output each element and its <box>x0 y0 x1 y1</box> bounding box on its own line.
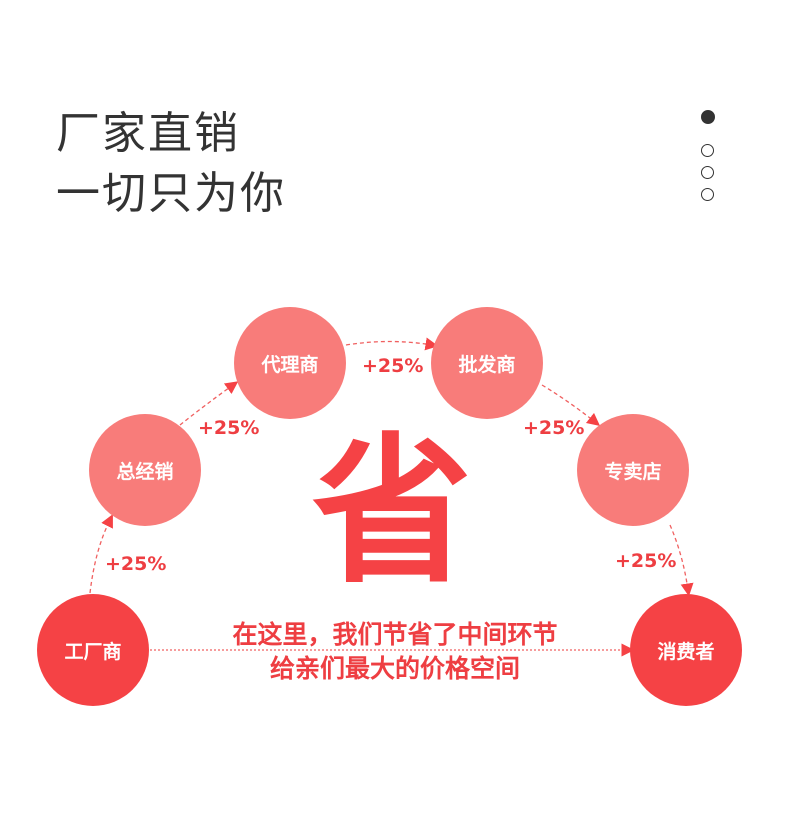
title-line1: 厂家直销 <box>56 108 240 159</box>
pager-dot-1[interactable] <box>701 110 715 124</box>
node-agent: 代理商 <box>234 307 346 419</box>
node-consumer: 消费者 <box>630 594 742 706</box>
node-general-distributor: 总经销 <box>89 414 201 526</box>
node-factory: 工厂商 <box>37 594 149 706</box>
node-wholesaler: 批发商 <box>431 307 543 419</box>
message-line1: 在这里，我们节省了中间环节 <box>232 620 558 649</box>
markup-label-2: +25% <box>198 417 260 439</box>
markup-label-1: +25% <box>105 553 167 575</box>
markup-label-3: +25% <box>362 355 424 377</box>
pager-dot-2[interactable] <box>701 144 714 157</box>
message-line2: 给亲们最大的价格空间 <box>269 654 520 683</box>
markup-label-4: +25% <box>523 417 585 439</box>
title-line2: 一切只为你 <box>56 168 286 219</box>
pager-dot-3[interactable] <box>701 166 714 179</box>
pager-dot-4[interactable] <box>701 188 714 201</box>
markup-label-5: +25% <box>615 550 677 572</box>
node-store: 专卖店 <box>577 414 689 526</box>
save-character: 省 <box>312 418 473 605</box>
